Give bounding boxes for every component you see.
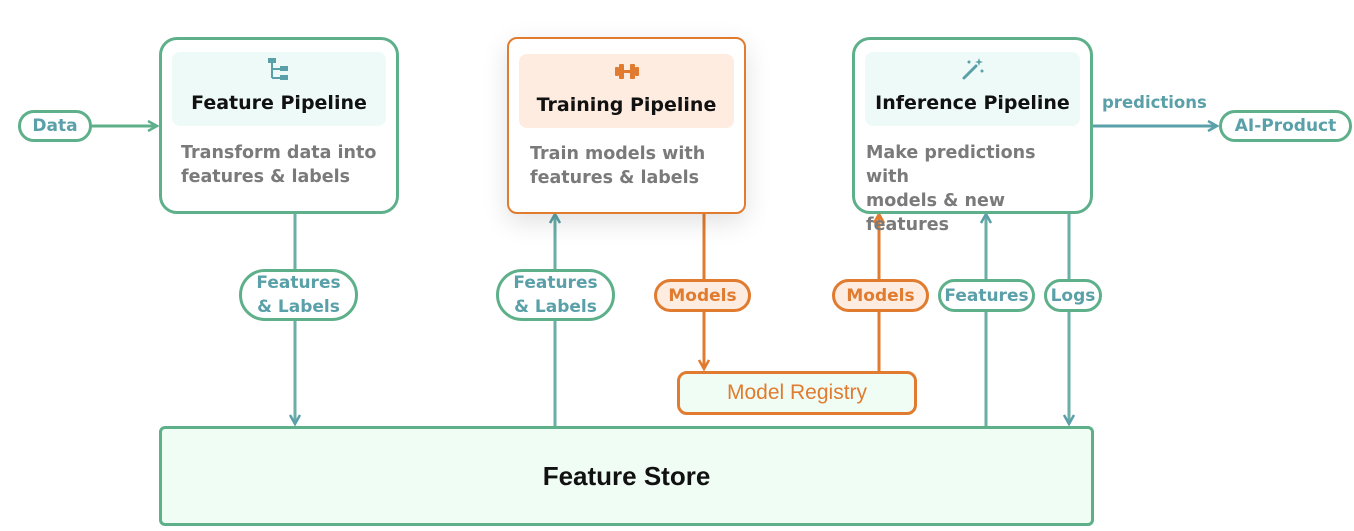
inference-pipeline-description: Make predictions with models & new featu… [866, 143, 1036, 235]
ai-product-label: AI-Product [1234, 116, 1337, 136]
dumbbell-icon [614, 64, 639, 79]
inference-pipeline-header: Inference Pipeline [865, 52, 1080, 126]
features-labels-pill-1: Features & Labels [239, 269, 358, 321]
model-registry-box: Model Registry [677, 371, 917, 415]
data-input-pill: Data [18, 110, 92, 142]
feature-pipeline-box: Feature Pipeline Transform data into fea… [159, 37, 399, 214]
predictions-label: predictions [1102, 93, 1207, 112]
inference-pipeline-title: Inference Pipeline [875, 92, 1070, 114]
training-pipeline-header: Training Pipeline [519, 54, 734, 128]
inference-pipeline-box: Inference Pipeline Make predictions with… [852, 37, 1093, 235]
training-pipeline-box: Training Pipeline Train models with feat… [507, 37, 746, 214]
model-registry-label: Model Registry [726, 381, 868, 404]
training-pipeline-description: Train models with features & labels [530, 144, 706, 188]
feature-pipeline-title: Feature Pipeline [191, 92, 367, 114]
feature-store-label: Feature Store [542, 460, 711, 491]
feature-pipeline-header: Feature Pipeline [172, 52, 386, 126]
ai-product-pill: AI-Product [1219, 110, 1352, 142]
magic-wand-icon [962, 58, 983, 80]
models-pill-from-registry: Models [832, 279, 929, 312]
data-input-label: Data [32, 116, 78, 136]
features-labels-pill-2: Features & Labels [496, 269, 615, 321]
hierarchy-tree-icon [268, 58, 288, 80]
feature-pipeline-description: Transform data into features & labels [181, 143, 377, 187]
logs-pill: Logs [1044, 279, 1102, 312]
feature-store-box: Feature Store [159, 426, 1094, 526]
features-pill: Features [938, 279, 1035, 312]
models-pill-to-registry: Models [654, 279, 751, 312]
training-pipeline-title: Training Pipeline [536, 94, 717, 116]
